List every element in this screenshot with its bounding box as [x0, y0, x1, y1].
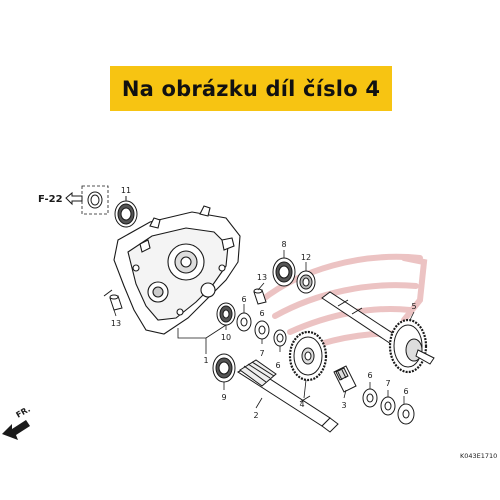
callout-11: 11 [121, 186, 131, 195]
callout-9: 9 [221, 393, 226, 402]
leader-lines [113, 196, 415, 409]
part-2-drive-shaft [236, 359, 339, 433]
callout-7a: 7 [259, 349, 264, 358]
callout-1: 1 [203, 356, 208, 365]
callout-4: 4 [299, 400, 304, 409]
callout-12: 12 [301, 253, 311, 262]
callout-labels: 1 2 3 4 5 6 6 6 6 6 7 7 8 9 10 11 12 13 … [111, 186, 417, 420]
part-5-final-shaft [321, 291, 435, 374]
reference-label: F-22 [38, 194, 63, 205]
part-12-seal [296, 270, 316, 294]
washers-lower [362, 388, 415, 425]
callout-5: 5 [411, 302, 416, 311]
part-13-dowel-left [103, 289, 123, 311]
part-8-bearing [272, 257, 296, 287]
callout-13-right: 13 [257, 273, 267, 282]
part-number-banner: Na obrázku díl číslo 4 [110, 66, 392, 111]
callout-7b: 7 [385, 379, 390, 388]
direction-label: FR. [15, 405, 32, 420]
callout-6b: 6 [259, 309, 264, 318]
callout-6a: 6 [241, 295, 246, 304]
part-13-dowel-right [253, 288, 267, 305]
callout-8: 8 [281, 240, 286, 249]
callout-2: 2 [253, 411, 258, 420]
washers-upper [236, 312, 287, 347]
callout-6e: 6 [403, 387, 408, 396]
part-3-pinion [333, 365, 357, 393]
front-direction: FR. [2, 405, 32, 440]
banner-text: Na obrázku díl číslo 4 [121, 76, 381, 101]
part-4-gear [288, 330, 328, 382]
callout-3: 3 [341, 401, 346, 410]
diagram-code: K043E1710 [460, 452, 497, 460]
crankcase-housing [113, 205, 241, 335]
callout-13-left: 13 [111, 319, 121, 328]
seal-part [87, 191, 103, 209]
callout-6d: 6 [367, 371, 372, 380]
reference-f22: F-22 [38, 185, 109, 215]
callout-10: 10 [221, 333, 231, 342]
callout-6c: 6 [275, 361, 280, 370]
part-9-bearing [212, 353, 236, 383]
part-10-bearing [216, 302, 236, 326]
